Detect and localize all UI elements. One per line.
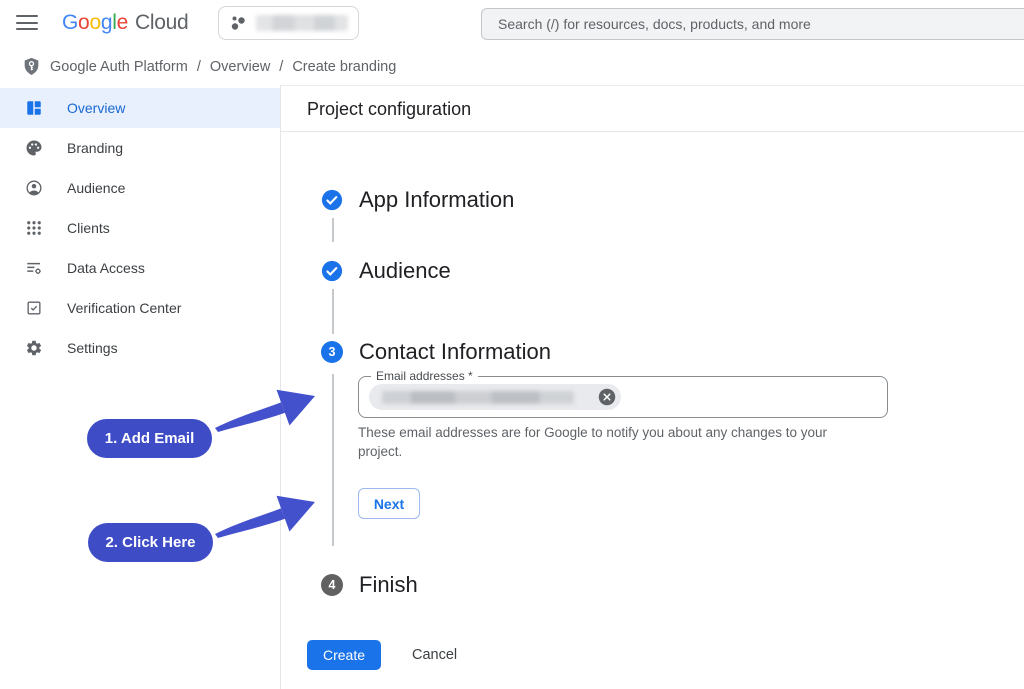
dashboard-icon [25, 99, 43, 117]
logo-letter: o [89, 11, 100, 35]
sidebar-item-label: Settings [67, 340, 118, 356]
verified-checkbox-icon [25, 299, 43, 317]
breadcrumb: Google Auth Platform / Overview / Create… [0, 48, 1024, 86]
gear-icon [25, 339, 43, 357]
logo-letter: G [62, 11, 78, 35]
hamburger-menu-icon[interactable] [16, 15, 38, 31]
step-number-3-icon: 3 [321, 341, 343, 363]
step-label-app-information: App Information [359, 187, 514, 213]
step-label-finish: Finish [359, 572, 418, 598]
step-number: 3 [329, 345, 336, 359]
page-title: Project configuration [307, 99, 471, 120]
step-number-4-icon: 4 [321, 574, 343, 596]
person-icon [25, 179, 43, 197]
step-complete-check-icon [321, 189, 343, 211]
sidebar-item-settings[interactable]: Settings [0, 328, 280, 368]
email-helper-text: These email addresses are for Google to … [358, 423, 850, 461]
breadcrumb-separator: / [279, 59, 283, 75]
create-button[interactable]: Create [307, 640, 381, 670]
annotation-add-email-badge: 1. Add Email [87, 419, 212, 458]
project-selector[interactable] [218, 6, 359, 40]
cancel-button[interactable]: Cancel [406, 640, 463, 670]
sidebar-item-clients[interactable]: Clients [0, 208, 280, 248]
breadcrumb-item-create-branding[interactable]: Create branding [292, 59, 396, 75]
sidebar-item-label: Data Access [67, 260, 145, 276]
top-bar: G o o g l e Cloud Search (/) for resourc… [0, 0, 1024, 49]
step-connector [332, 374, 334, 546]
step-connector [332, 289, 334, 334]
sidebar-item-label: Clients [67, 220, 110, 236]
sidebar-item-label: Verification Center [67, 300, 181, 316]
sidebar-item-audience[interactable]: Audience [0, 168, 280, 208]
logo-letter: e [117, 11, 128, 35]
search-input[interactable]: Search (/) for resources, docs, products… [481, 8, 1024, 40]
logo-letter: o [78, 11, 89, 35]
logo-letter: g [101, 11, 112, 35]
email-chip[interactable] [369, 384, 621, 410]
step-number: 4 [329, 578, 336, 592]
project-name-redacted [256, 15, 348, 31]
project-dots-icon [230, 15, 247, 32]
breadcrumb-separator: / [197, 59, 201, 75]
annotation-arrow-to-email-field [212, 380, 320, 434]
breadcrumb-item-platform[interactable]: Google Auth Platform [50, 59, 188, 75]
annotation-click-here-badge: 2. Click Here [88, 523, 213, 562]
breadcrumb-item-overview[interactable]: Overview [210, 59, 270, 75]
sidebar-item-branding[interactable]: Branding [0, 128, 280, 168]
email-addresses-field[interactable]: Email addresses * [358, 376, 888, 418]
divider [281, 131, 1024, 132]
chip-remove-icon[interactable] [598, 388, 616, 406]
email-field-label: Email addresses * [371, 369, 478, 383]
data-rules-icon [25, 259, 43, 277]
palette-icon [25, 139, 43, 157]
apps-grid-icon [25, 219, 43, 237]
sidebar-item-verification-center[interactable]: Verification Center [0, 288, 280, 328]
sidebar-item-label: Audience [67, 180, 125, 196]
auth-shield-key-icon [21, 56, 42, 77]
step-label-audience: Audience [359, 258, 451, 284]
search-placeholder: Search (/) for resources, docs, products… [498, 16, 811, 32]
next-button[interactable]: Next [358, 488, 420, 519]
step-connector [332, 218, 334, 242]
step-label-contact-information: Contact Information [359, 339, 551, 365]
sidebar-item-overview[interactable]: Overview [0, 88, 280, 128]
sidebar-item-data-access[interactable]: Data Access [0, 248, 280, 288]
google-cloud-logo: G o o g l e Cloud [62, 11, 188, 35]
logo-suffix: Cloud [135, 11, 188, 35]
email-chip-redacted-text [382, 391, 574, 404]
sidebar-item-label: Branding [67, 140, 123, 156]
annotation-arrow-to-next-button [212, 486, 320, 540]
sidebar-item-label: Overview [67, 100, 125, 116]
step-complete-check-icon [321, 260, 343, 282]
